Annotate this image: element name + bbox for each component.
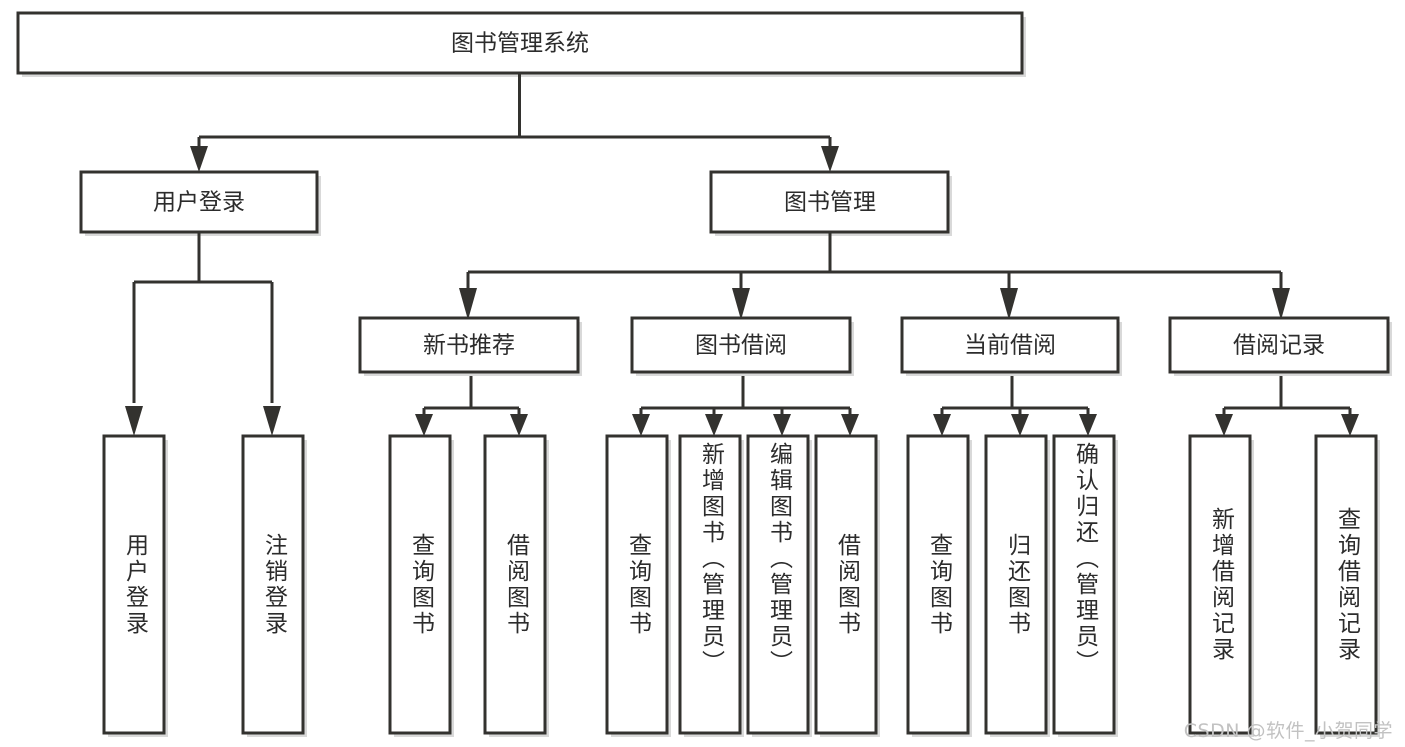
- node-root[interactable]: [16, 11, 1024, 75]
- node-book-borrow[interactable]: [630, 316, 852, 374]
- node-leaf-user-login[interactable]: [102, 434, 166, 735]
- label-new-book-rec: 新书推荐: [423, 333, 515, 359]
- node-leaf-confirm-return[interactable]: [1052, 434, 1116, 735]
- label-user-login: 用户登录: [153, 190, 245, 216]
- label-current-borrow: 当前借阅: [964, 333, 1056, 359]
- node-current-borrow[interactable]: [900, 316, 1120, 374]
- label-borrow-record: 借阅记录: [1233, 333, 1325, 359]
- node-labels: 图书管理系统 用户登录 图书管理 新书推荐 图书借阅 当前借阅 借阅记录: [153, 31, 1325, 359]
- node-user-login[interactable]: [79, 170, 319, 234]
- node-leaf-add-book[interactable]: [678, 434, 742, 735]
- label-root: 图书管理系统: [451, 31, 589, 57]
- node-leaf-query-book-3[interactable]: [906, 434, 970, 735]
- node-book-manage[interactable]: [709, 170, 950, 234]
- node-new-book-rec[interactable]: [358, 316, 580, 374]
- node-leaf-borrow-book-1[interactable]: [483, 434, 547, 735]
- node-leaf-borrow-book-2[interactable]: [814, 434, 878, 735]
- node-leaf-query-book-2[interactable]: [605, 434, 669, 735]
- connector-lines: [132, 73, 1352, 416]
- node-leaf-logout-login[interactable]: [241, 434, 305, 735]
- node-leaf-query-book-1[interactable]: [388, 434, 452, 735]
- node-leaf-return-book[interactable]: [984, 434, 1048, 735]
- node-leaf-add-record[interactable]: [1188, 434, 1252, 735]
- node-leaf-edit-book[interactable]: [746, 434, 810, 735]
- label-book-manage: 图书管理: [784, 190, 876, 216]
- node-borrow-record[interactable]: [1168, 316, 1390, 374]
- arrow-heads: [125, 146, 1359, 436]
- watermark-text: CSDN @软件_小贺同学: [1183, 720, 1393, 742]
- node-leaf-query-record[interactable]: [1314, 434, 1378, 735]
- node-boxes: [16, 11, 1390, 735]
- label-book-borrow: 图书借阅: [695, 333, 787, 359]
